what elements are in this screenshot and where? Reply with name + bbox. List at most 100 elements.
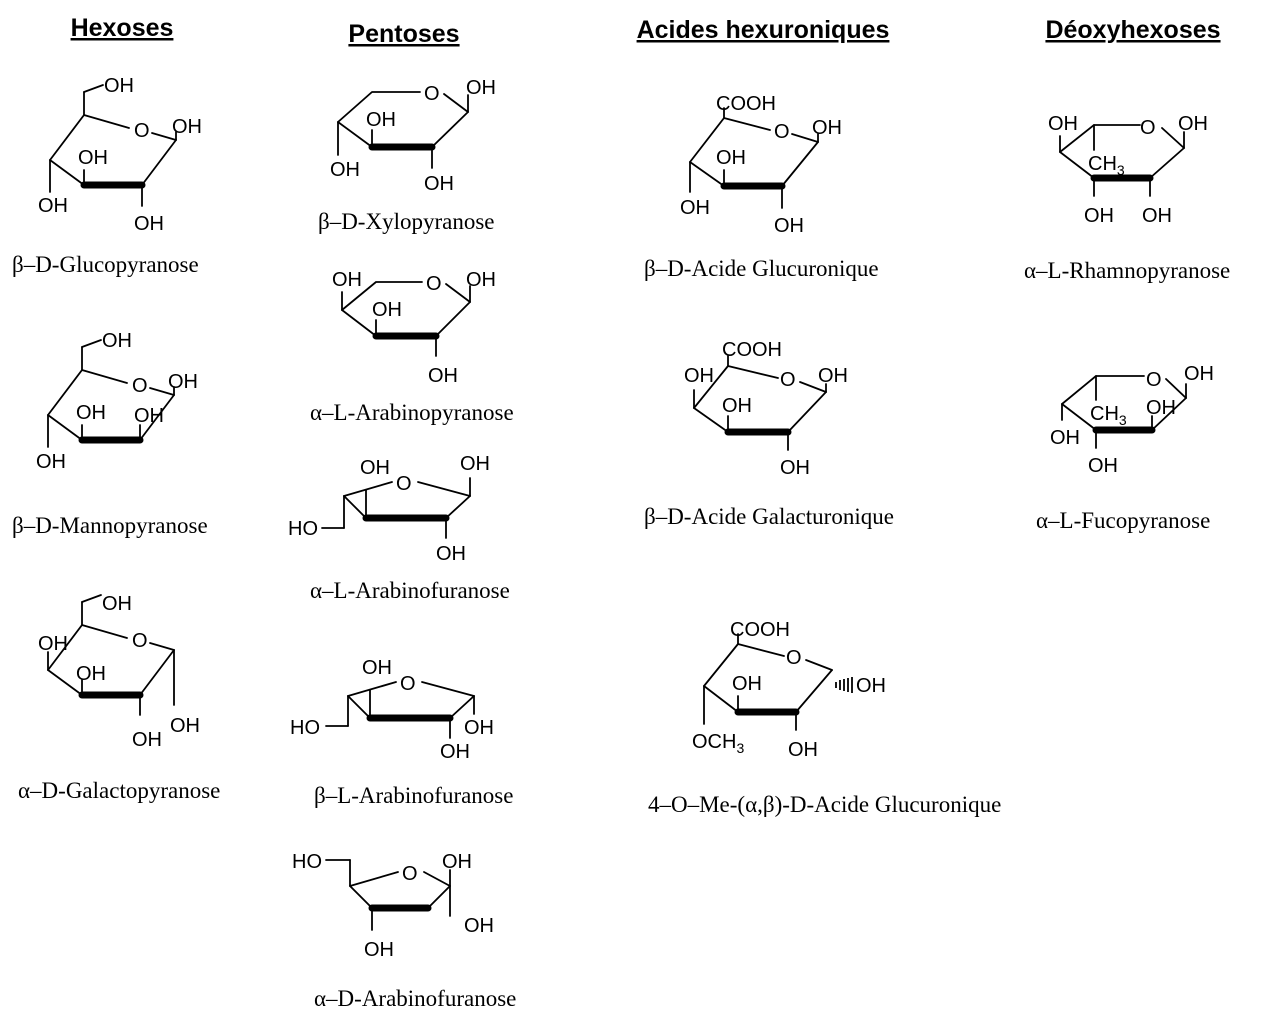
xylopyranose-label: β–D-Xylopyranose [318, 209, 495, 234]
galacturonic-oh-c1: OH [818, 365, 848, 387]
xylose-oh-c2: OH [424, 173, 454, 195]
galacturonic-ring-oxygen: O [780, 369, 796, 391]
beta-l-arabinofuranose-structure: O OH HO OH OH [290, 657, 494, 763]
mannopyranose-structure: OH O OH OH OH OH [36, 330, 198, 473]
glucuronic-oh-c1: OH [812, 117, 842, 139]
methyl-glucuronic-och3: OCH3 [692, 731, 744, 756]
glucose-oh-c6: OH [104, 75, 134, 97]
galactose-oh-c3: OH [76, 663, 106, 685]
glucuronic-acid-label: β–D-Acide Glucuronique [644, 256, 879, 281]
alpha-l-arabinofuranose-structure: O OH OH HO OH [288, 453, 490, 565]
galacturonic-acid-structure: COOH OH O OH OH OH [684, 339, 848, 479]
glucose-oh-c1: OH [172, 116, 202, 138]
galactose-ring-oxygen: O [132, 630, 148, 652]
alpha-d-arabinofuranose-label: α–D-Arabinofuranose [314, 986, 516, 1010]
glucuronic-cooh: COOH [716, 93, 776, 115]
header-pentoses: Pentoses [348, 20, 459, 48]
arabinopyranose-oh-c2: OH [428, 365, 458, 387]
mannopyranose-label: β–D-Mannopyranose [12, 513, 208, 538]
galactose-oh-c1: OH [170, 715, 200, 737]
fucose-ring-oxygen: O [1146, 369, 1162, 391]
rhamnopyranose-label: α–L-Rhamnopyranose [1024, 258, 1230, 283]
header-hexuronic-acids: Acides hexuroniques [637, 16, 890, 44]
galacturonic-oh-c2: OH [780, 457, 810, 479]
xylose-oh-c3: OH [366, 109, 396, 131]
alpha-l-arabinofuranose-ring-oxygen: O [396, 473, 412, 495]
header-hexoses: Hexoses [71, 14, 174, 42]
fucose-oh-c4: OH [1050, 427, 1080, 449]
glucopyranose-structure: OH O OH OH OH OH [38, 75, 202, 235]
alpha-l-arabinofuranose-label: α–L-Arabinofuranose [310, 578, 510, 603]
mannose-oh-c1: OH [168, 371, 198, 393]
arabinopyranose-label: α–L-Arabinopyranose [310, 400, 514, 425]
mannose-oh-c3: OH [76, 402, 106, 424]
galactopyranose-label: α–D-Galactopyranose [18, 778, 220, 803]
mannose-oh-c4: OH [36, 451, 66, 473]
alpha-l-arabinofuranose-oh-c2: OH [436, 543, 466, 565]
galacturonic-acid-label: β–D-Acide Galacturonique [644, 504, 894, 529]
beta-l-arabinofuranose-oh-c1: OH [464, 717, 494, 739]
alpha-d-arabinofuranose-oh-c2: OH [464, 915, 494, 937]
glucopyranose-label: β–D-Glucopyranose [12, 252, 199, 277]
arabinopyranose-oh-c3: OH [372, 299, 402, 321]
glucose-oh-c4: OH [38, 195, 68, 217]
fucose-oh-c1: OH [1184, 363, 1214, 385]
xylopyranose-structure: O OH OH OH OH [330, 77, 496, 195]
arabinopyranose-oh-c1: OH [466, 269, 496, 291]
arabinopyranose-structure: OH O OH OH OH [332, 269, 496, 387]
galactose-oh-c6: OH [102, 593, 132, 615]
fucopyranose-label: α–L-Fucopyranose [1036, 508, 1210, 533]
alpha-d-arabinofuranose-oh-c3: OH [364, 939, 394, 961]
rhamnose-oh-c2: OH [1142, 205, 1172, 227]
beta-l-arabinofuranose-oh-c3: OH [362, 657, 392, 679]
methyl-glucuronic-cooh: COOH [730, 619, 790, 641]
mannose-oh-c6: OH [102, 330, 132, 352]
alpha-d-arabinofuranose-oh-c1: OH [442, 851, 472, 873]
header-deoxyhexoses: Déoxyhexoses [1045, 16, 1220, 44]
alpha-d-arabinofuranose-structure: O HO OH OH OH [292, 851, 494, 961]
methyl-glucuronic-oh-c1: OH [856, 675, 886, 697]
beta-l-arabinofuranose-ring-oxygen: O [400, 673, 416, 695]
xylose-oh-c4: OH [330, 159, 360, 181]
fucose-ch3: CH3 [1090, 403, 1127, 428]
alpha-l-arabinofuranose-oh-c3: OH [360, 457, 390, 479]
rhamnose-ring-oxygen: O [1140, 117, 1156, 139]
glucuronic-oh-c4: OH [680, 197, 710, 219]
fucose-oh-c2: OH [1146, 397, 1176, 419]
arabinopyranose-ring-oxygen: O [426, 273, 442, 295]
glucuronic-acid-structure: COOH O OH OH OH OH [680, 93, 842, 237]
rhamnose-oh-c4: OH [1048, 113, 1078, 135]
methyl-glucuronic-ring-oxygen: O [786, 647, 802, 669]
glucose-oh-c2: OH [134, 213, 164, 235]
galacturonic-oh-c4: OH [684, 365, 714, 387]
glucuronic-ring-oxygen: O [774, 121, 790, 143]
methyl-glucuronic-oh-c2: OH [788, 739, 818, 761]
galactose-oh-c4: OH [38, 633, 68, 655]
beta-l-arabinofuranose-label: β–L-Arabinofuranose [314, 783, 513, 808]
beta-l-arabinofuranose-ho-c5: HO [290, 717, 320, 739]
fucopyranose-structure: O OH CH3 OH OH OH [1050, 363, 1214, 477]
arabinopyranose-oh-c4: OH [332, 269, 362, 291]
methyl-glucuronic-acid-label: 4–O–Me-(α,β)-D-Acide Glucuronique [648, 792, 1001, 817]
glucose-ring-oxygen: O [134, 120, 150, 142]
methyl-glucuronic-oh-c3: OH [732, 673, 762, 695]
alpha-l-arabinofuranose-oh-c1: OH [460, 453, 490, 475]
alpha-d-arabinofuranose-ring-oxygen: O [402, 863, 418, 885]
glucose-oh-c3: OH [78, 147, 108, 169]
alpha-l-arabinofuranose-ho-c5: HO [288, 518, 318, 540]
galacturonic-oh-c3: OH [722, 395, 752, 417]
mannose-ring-oxygen: O [132, 375, 148, 397]
alpha-d-arabinofuranose-ho-c5: HO [292, 851, 322, 873]
galactopyranose-structure: OH O OH OH OH OH [38, 593, 200, 751]
galactose-oh-c2: OH [132, 729, 162, 751]
xylose-ring-oxygen: O [424, 83, 440, 105]
rhamnose-oh-c1: OH [1178, 113, 1208, 135]
xylose-oh-c1: OH [466, 77, 496, 99]
glucuronic-oh-c3: OH [716, 147, 746, 169]
beta-l-arabinofuranose-oh-c2: OH [440, 741, 470, 763]
glucuronic-oh-c2: OH [774, 215, 804, 237]
mannose-oh-c2: OH [134, 405, 164, 427]
galacturonic-cooh: COOH [722, 339, 782, 361]
rhamnose-ch3: CH3 [1088, 153, 1125, 178]
